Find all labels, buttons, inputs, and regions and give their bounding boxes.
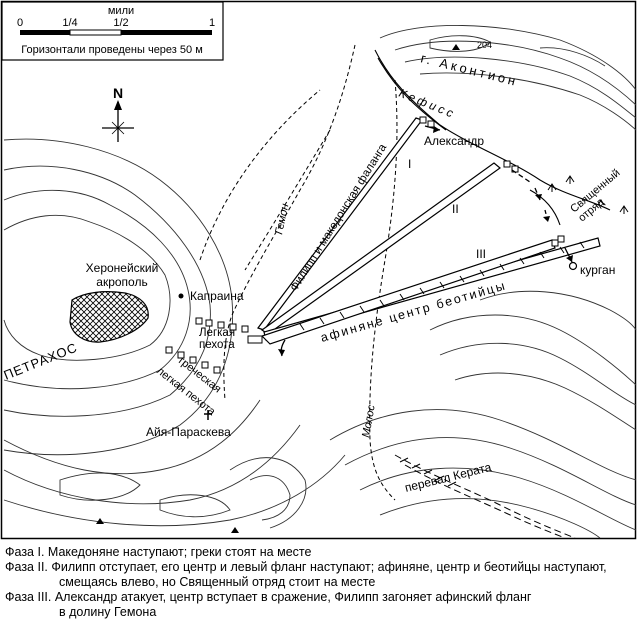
formations — [165, 116, 565, 374]
peak-marker — [231, 527, 239, 533]
kerata-road — [394, 454, 576, 539]
legend-phase-3: Фаза III. Александр атакует, центр вступ… — [5, 590, 532, 604]
phase-3-ticks — [299, 241, 585, 331]
acropolis-area — [69, 291, 149, 343]
kapraina-label: Капраина — [190, 289, 244, 303]
kurgan-label: курган — [580, 263, 615, 277]
light-infantry-label-2: пехота — [199, 339, 235, 351]
gemon-stream — [223, 44, 356, 401]
contour-lines — [3, 25, 637, 539]
kapraina-stream — [199, 89, 321, 261]
peak-marker-2 — [96, 518, 104, 524]
contour-note: Горизонтали проведены через 50 м — [21, 44, 203, 56]
greek-light-infantry-label-2: легкая пехота — [154, 365, 218, 419]
light-infantry-label-1: Легкая — [199, 327, 235, 339]
kerata-pass-marks — [399, 457, 457, 487]
phase-2-bar — [260, 162, 501, 335]
molos-stream — [369, 79, 398, 501]
marsh-marks — [547, 175, 629, 214]
scale-tick-0: 0 — [17, 17, 23, 29]
petrakhos-label: ПЕТРАХОС — [2, 340, 80, 383]
north-arrow: N — [102, 85, 134, 142]
scale-tick-2: 1/2 — [113, 17, 128, 29]
kapraina-marker — [178, 293, 184, 299]
gemon-label: Гемон — [273, 203, 291, 236]
summit-marker — [452, 44, 460, 50]
elevation-label: 204 — [477, 40, 492, 50]
molos-label: Молос — [360, 404, 378, 439]
kephiss-river — [374, 49, 611, 226]
scale-unit-label: мили — [108, 5, 134, 17]
alexander-label: Александр — [424, 134, 484, 148]
agia-paraskeva-marker — [204, 410, 212, 420]
phase-1-label: I — [408, 157, 411, 171]
legend-phase-1: Фаза I. Македоняне наступают; греки стоя… — [5, 545, 312, 559]
phase-2-label: II — [452, 202, 459, 216]
north-label: N — [113, 85, 123, 101]
legend-phase-3-cont: в долину Гемона — [59, 605, 157, 619]
sacred-band-unit — [503, 160, 511, 168]
scale-tick-1: 1/4 — [62, 17, 77, 29]
philip-phalanx-label: Филипп и македонская фаланга — [288, 142, 389, 294]
mountain-label: г. Аконтион — [419, 50, 520, 89]
battle-map: мили 0 1/4 1/2 1 Горизонтали проведены ч… — [0, 0, 637, 540]
kurgan-marker — [568, 261, 578, 271]
greek-light-infantry-unit — [165, 346, 173, 354]
phase-legend: Фаза I. Македоняне наступают; греки стоя… — [5, 545, 633, 620]
phase-3-inner-bar — [260, 239, 556, 345]
phalanx-lines — [257, 117, 601, 345]
arrow-heads — [278, 126, 573, 356]
map-labels: 204 г. Аконтион Кефисс Александр Священн… — [2, 40, 623, 495]
legend-phase-2: Фаза II. Филипп отступает, его центр и л… — [5, 560, 607, 574]
map-frame — [0, 0, 637, 540]
streams — [199, 44, 398, 501]
light-infantry-unit — [195, 317, 203, 325]
scale-tick-3: 1 — [209, 17, 215, 29]
scale-box: мили 0 1/4 1/2 1 Горизонтали проведены ч… — [1, 1, 224, 61]
minor-stream — [244, 129, 331, 271]
legend-phase-2-cont: смещаясь влево, но Священный отряд стоит… — [59, 575, 376, 589]
phase-3-label: III — [476, 247, 486, 261]
acropolis-label-2: акрополь — [96, 275, 147, 289]
acropolis-label-1: Херонейский — [86, 261, 159, 275]
agia-paraskeva-label: Айя-Параскева — [146, 425, 231, 439]
alexander-unit — [419, 116, 427, 124]
